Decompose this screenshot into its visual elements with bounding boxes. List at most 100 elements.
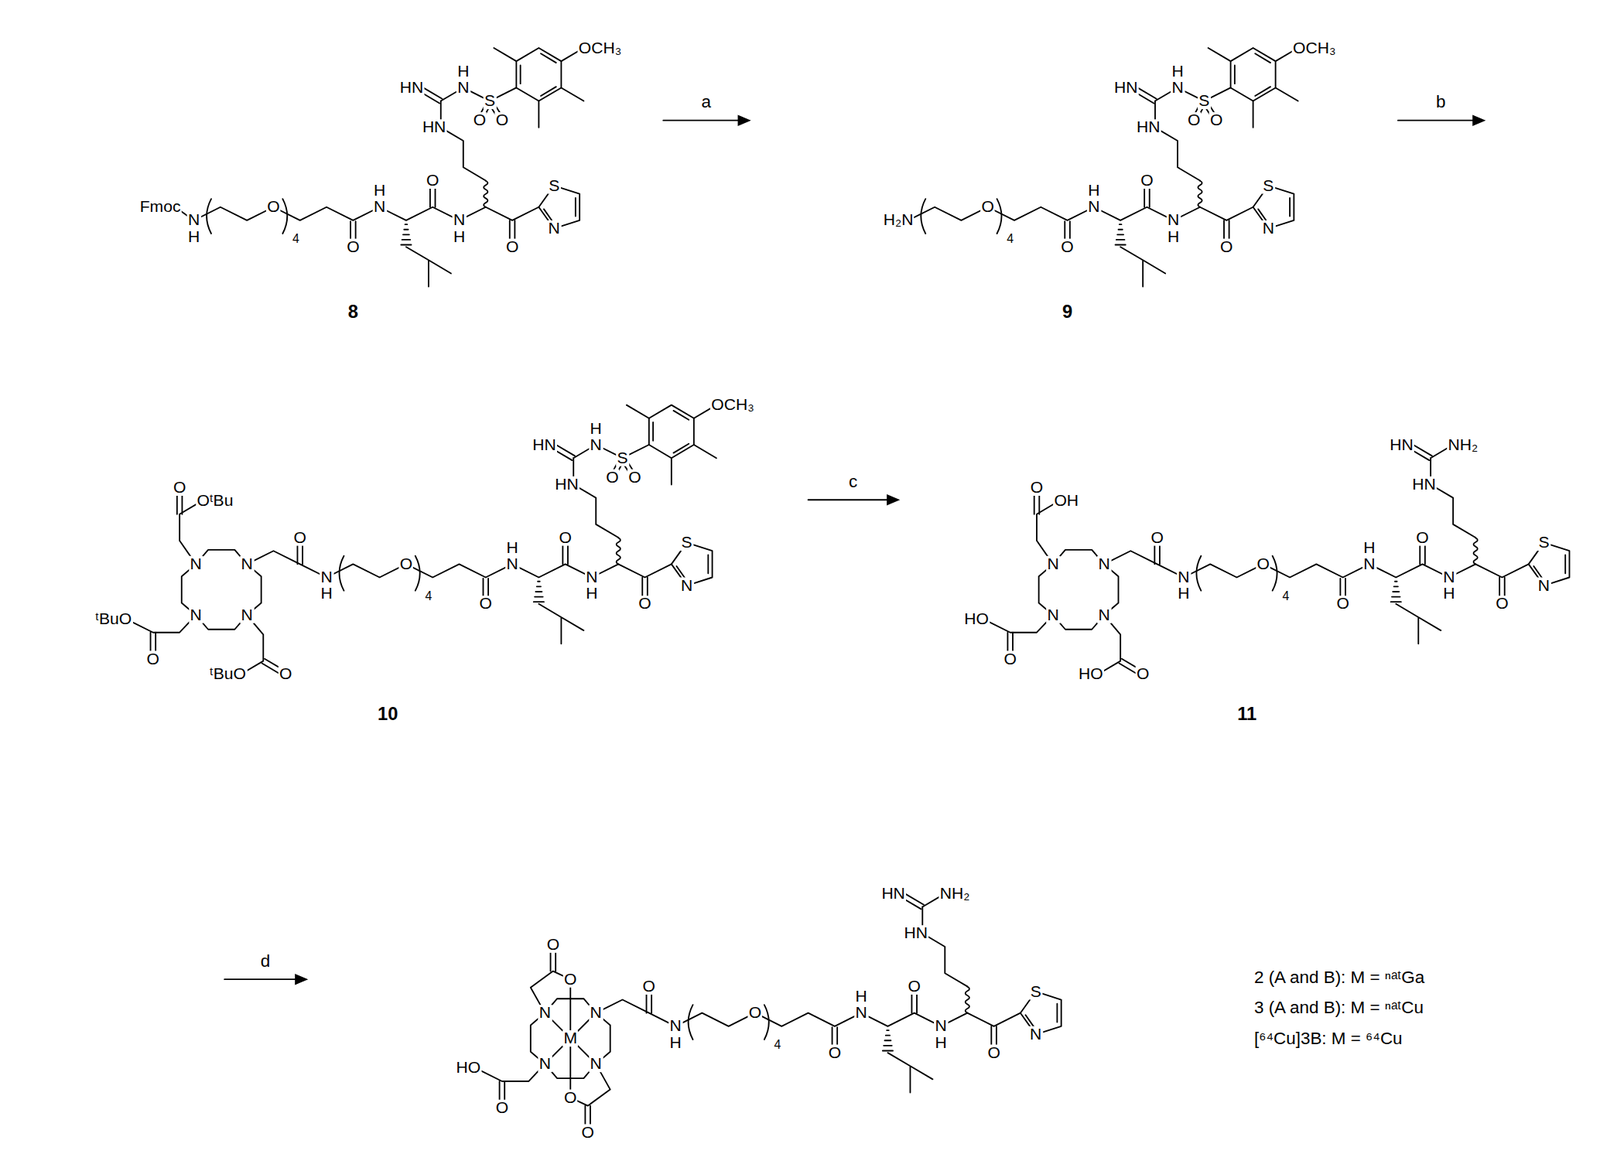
atom-label: N bbox=[1097, 607, 1112, 624]
atom-label: H bbox=[933, 1034, 948, 1051]
atom-label: NH₂ bbox=[1446, 436, 1479, 453]
atom-label: O bbox=[827, 1045, 842, 1062]
atom-label: N bbox=[239, 607, 254, 624]
atom-label: O bbox=[172, 479, 188, 496]
atom-label: N bbox=[1170, 79, 1185, 96]
atom-label: S bbox=[680, 534, 694, 551]
atom-label: HN bbox=[421, 119, 448, 136]
atom-label: S bbox=[1537, 534, 1551, 551]
compound-number: 11 bbox=[1236, 704, 1259, 724]
atom-label: M bbox=[562, 1030, 578, 1047]
atom-label: O bbox=[494, 1100, 510, 1117]
atom-label: N bbox=[239, 556, 254, 573]
atom-label: OCH₃ bbox=[577, 39, 623, 56]
atom-label: HN bbox=[1135, 119, 1162, 136]
compound-8-core bbox=[194, 101, 581, 288]
atom-label: N bbox=[456, 79, 471, 96]
atom-label: S bbox=[1029, 983, 1043, 1000]
atom-label: H bbox=[187, 228, 202, 245]
reaction-arrow bbox=[808, 494, 901, 506]
atom-label: S bbox=[1261, 177, 1276, 194]
atom-label: H bbox=[456, 63, 471, 80]
atom-label: N bbox=[188, 607, 203, 624]
atom-label: O bbox=[292, 529, 308, 547]
atom-label: OCH₃ bbox=[710, 396, 756, 414]
atom-label: N bbox=[1261, 220, 1276, 237]
atom-label: O bbox=[1029, 479, 1044, 496]
atom-label: N bbox=[1046, 607, 1060, 624]
atom-label: H bbox=[1176, 585, 1191, 602]
atom-label: N bbox=[537, 1056, 552, 1073]
atom-label: HN bbox=[1388, 436, 1415, 453]
atom-label: HN bbox=[1411, 476, 1437, 493]
atom-label: N bbox=[680, 577, 695, 594]
atom-label: O bbox=[1494, 595, 1510, 612]
atom-label: OCH₃ bbox=[1292, 39, 1337, 56]
atom-label: O bbox=[980, 198, 995, 216]
compound-key: [⁶⁴Cu]3B: M = ⁶⁴Cu bbox=[1253, 1029, 1404, 1047]
compound-key: 3 (A and B): M = ⁿᵃᵗCu bbox=[1253, 999, 1426, 1017]
compound-number: 9 bbox=[1061, 303, 1074, 322]
reagent-step: d bbox=[259, 952, 271, 970]
atom-label: H bbox=[854, 988, 869, 1006]
reagent-step: a bbox=[700, 93, 712, 111]
atom-label: N bbox=[588, 1005, 603, 1022]
atom-label: ᵗBuO bbox=[94, 611, 133, 628]
atom-label: HN bbox=[1113, 79, 1139, 96]
atom-label: N bbox=[452, 211, 467, 229]
atom-label: H bbox=[372, 182, 387, 199]
complex-dota bbox=[475, 986, 677, 1108]
reaction-arrow bbox=[1398, 114, 1486, 127]
atom-label: O bbox=[398, 556, 414, 573]
atom-label: H bbox=[668, 1034, 683, 1051]
atom-label: O bbox=[1149, 529, 1165, 547]
atom-label: N bbox=[1046, 556, 1060, 573]
atom-label: O bbox=[563, 1090, 578, 1107]
atom-label: O bbox=[906, 978, 922, 995]
atom-label: O bbox=[557, 529, 573, 547]
atom-label: OᵗBu bbox=[195, 492, 234, 510]
reaction-arrow bbox=[663, 114, 751, 127]
atom-label: HN bbox=[399, 79, 425, 96]
atom-label: O bbox=[478, 595, 493, 612]
atom-label: H bbox=[319, 585, 334, 602]
compound-10-arms bbox=[177, 487, 288, 677]
repeat-subscript: 4 bbox=[1005, 232, 1015, 246]
atom-label: H bbox=[1170, 63, 1185, 80]
atom-label: N bbox=[668, 1018, 683, 1035]
atom-label: H bbox=[505, 540, 520, 557]
atom-label: O bbox=[425, 172, 441, 189]
atom-label: O bbox=[605, 469, 620, 486]
atom-label: N bbox=[1442, 569, 1457, 586]
atom-label: H bbox=[1087, 182, 1101, 199]
atom-label: Fmoc bbox=[138, 198, 182, 216]
atom-label: ᵗBuO bbox=[208, 666, 247, 683]
atom-label: N bbox=[588, 436, 603, 453]
atom-label: N bbox=[505, 556, 520, 573]
atom-label: N bbox=[372, 198, 387, 216]
atom-label: N bbox=[588, 1056, 603, 1073]
atom-label: O bbox=[747, 1005, 763, 1022]
atom-label: O bbox=[1415, 529, 1430, 547]
atom-label: HO bbox=[963, 611, 990, 628]
atom-label: S bbox=[483, 92, 497, 110]
atom-label: O bbox=[641, 978, 657, 995]
compound-number: 10 bbox=[376, 704, 400, 724]
repeat-subscript: 4 bbox=[772, 1039, 782, 1052]
atom-label: H bbox=[1166, 228, 1181, 245]
atom-label: O bbox=[627, 469, 643, 486]
compound-10-core bbox=[326, 458, 713, 644]
compound-11-dota bbox=[983, 537, 1184, 660]
atom-label: O bbox=[278, 666, 294, 683]
atom-label: O bbox=[563, 971, 578, 989]
atom-label: HN bbox=[902, 925, 929, 942]
atom-label: N bbox=[547, 220, 561, 237]
atom-label: O bbox=[505, 239, 520, 256]
atom-label: N bbox=[1166, 211, 1181, 229]
atom-label: S bbox=[1197, 92, 1211, 110]
atom-label: HN bbox=[880, 885, 906, 903]
atom-label: O bbox=[471, 112, 487, 129]
atom-label: N bbox=[1176, 569, 1191, 586]
